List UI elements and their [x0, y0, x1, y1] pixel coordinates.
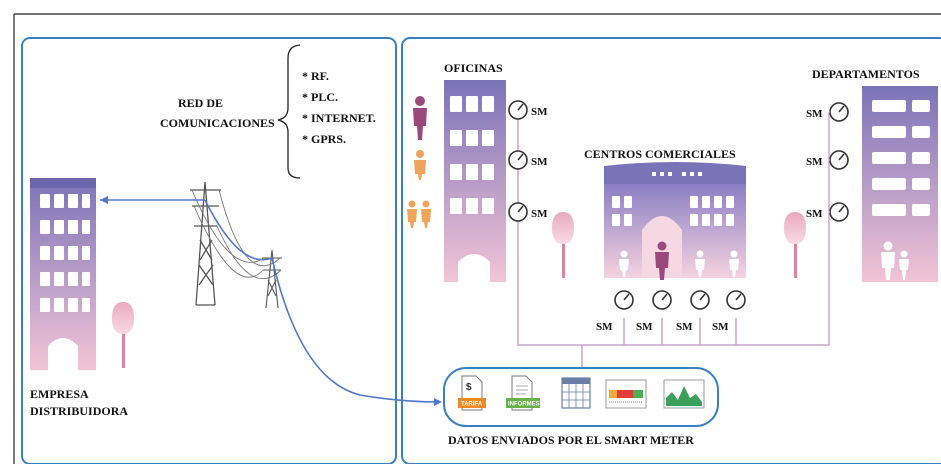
informes-icon: INFORMES: [506, 375, 540, 411]
power-tower-large: [190, 181, 221, 306]
smart-meter-icon: [726, 290, 746, 310]
smart-meter-icon: [508, 150, 528, 170]
centros-label: CENTROS COMERCIALES: [584, 147, 736, 161]
person-icon-purple: [655, 241, 669, 280]
sm-label: SM: [531, 156, 548, 168]
smart-meter-icon: [829, 150, 849, 170]
smart-meter-icon: [652, 290, 672, 310]
network-item-internet: * INTERNET.: [302, 111, 376, 125]
network-item-rf: * RF.: [302, 69, 329, 83]
network-item-gprs: * GPRS.: [302, 132, 346, 146]
smart-meter-icon: [614, 290, 634, 310]
network-title-1: RED DE: [178, 96, 223, 110]
sm-label: SM: [806, 156, 823, 168]
arrowhead-data: [434, 398, 442, 406]
people-pair-icon: [407, 200, 431, 228]
shoppers-icons: [619, 250, 739, 277]
area-chart-icon: [663, 379, 705, 409]
dollar-glyph: $: [466, 382, 472, 393]
color-bar-chart-icon: [605, 379, 647, 409]
network-title-2: COMUNICACIONES: [160, 116, 275, 130]
oficinas-building: [444, 80, 506, 282]
empresa-label-1: EMPRESA: [30, 387, 89, 401]
tarifa-icon: $ TARIFA: [458, 375, 486, 411]
sm-label: SM: [531, 208, 548, 220]
sm-label: SM: [531, 106, 548, 118]
network-item-plc: * PLC.: [302, 90, 338, 104]
tree-icon: [784, 212, 806, 278]
power-lines: [191, 189, 282, 280]
empresa-building: [30, 178, 96, 370]
sm-label: SM: [712, 321, 729, 333]
right-panel: [401, 37, 941, 464]
meter-network-lines: [517, 110, 830, 368]
smart-meter-icon: [829, 102, 849, 122]
cable-to-data: [204, 199, 441, 403]
meter-connectors: [829, 111, 830, 213]
network-brace: [277, 44, 301, 179]
tarifa-label: TARIFA: [461, 402, 483, 408]
sm-label: SM: [806, 208, 823, 220]
datos-label: DATOS ENVIADOS POR EL SMART METER: [448, 433, 694, 447]
person-icon-purple: [413, 96, 427, 140]
sm-label: SM: [676, 321, 693, 333]
smart-meter-icon: [508, 100, 528, 120]
informes-label: INFORMES: [508, 402, 540, 408]
oficinas-label: OFICINAS: [444, 61, 503, 75]
arrowhead-company: [100, 196, 108, 204]
left-panel: [21, 37, 397, 464]
tree-icon: [552, 212, 574, 278]
smart-meter-icon: [690, 290, 710, 310]
smart-meter-icon: [829, 202, 849, 222]
smart-meter-icon: [508, 202, 528, 222]
empresa-label-2: DISTRIBUIDORA: [30, 404, 128, 418]
calendar-icon: [561, 377, 591, 409]
sm-label: SM: [596, 321, 613, 333]
person-icon-orange: [414, 150, 426, 180]
departamentos-building: [862, 86, 938, 282]
sm-label: SM: [636, 321, 653, 333]
sm-label: SM: [806, 108, 823, 120]
departamentos-label: DEPARTAMENTOS: [812, 67, 920, 81]
centros-comerciales-building: [604, 162, 746, 278]
family-icon: [881, 241, 909, 280]
tree-icon: [112, 302, 134, 368]
